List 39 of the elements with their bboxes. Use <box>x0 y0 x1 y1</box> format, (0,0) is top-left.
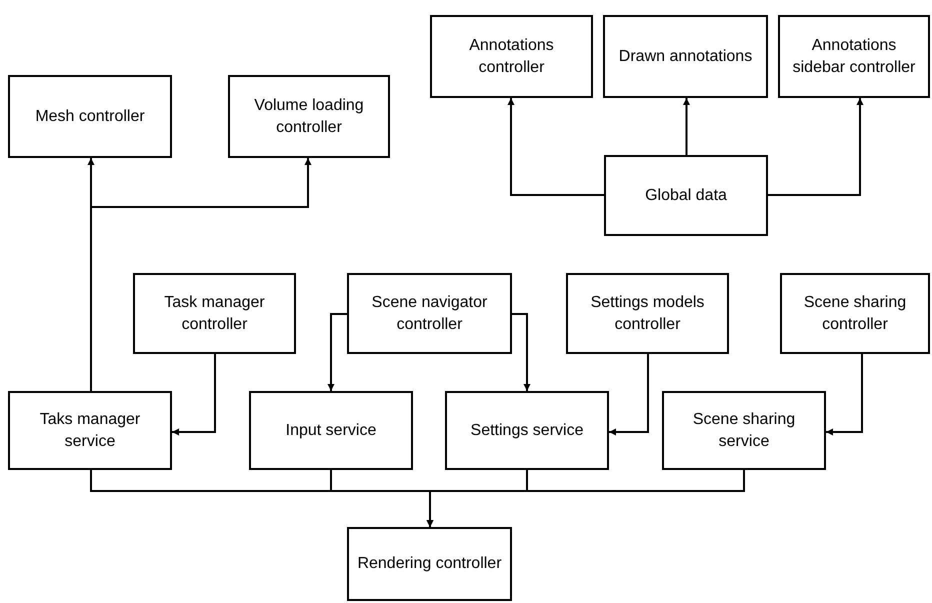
box-label: Scene navigator controller <box>370 292 488 334</box>
box-label: Drawn annotations <box>618 46 752 66</box>
box-label: Rendering controller <box>357 554 502 574</box>
process-box <box>228 75 390 158</box>
process-box <box>8 75 172 158</box>
arrow <box>508 98 604 196</box>
process-box <box>8 391 172 470</box>
arrow <box>512 313 530 391</box>
arrow <box>172 354 216 436</box>
box-label: Scene sharing controller <box>802 292 908 334</box>
box-label: Settings service <box>470 420 584 440</box>
process-box <box>249 391 413 470</box>
box-label: Global data <box>645 186 727 206</box>
process-box <box>604 155 768 236</box>
process-box <box>445 391 609 470</box>
box-label: Task manager controller <box>163 292 266 334</box>
process-box <box>662 391 826 470</box>
process-box <box>780 273 930 354</box>
process-box <box>347 527 512 601</box>
box-label: Taks manager service <box>38 410 142 452</box>
process-box <box>347 273 512 354</box>
box-label: Annotations sidebar controller <box>792 36 916 78</box>
arrow <box>609 354 649 436</box>
box-label: Annotations controller <box>468 36 555 78</box>
arrow <box>683 98 690 155</box>
process-box <box>430 15 593 98</box>
box-label: Settings models controller <box>590 292 706 334</box>
process-box <box>566 273 729 354</box>
box-label: Mesh controller <box>35 106 145 126</box>
process-box <box>778 15 930 98</box>
box-label: Scene sharing service <box>692 410 796 452</box>
arrow <box>768 98 864 196</box>
box-label: Input service <box>286 420 376 440</box>
arrow <box>826 354 863 436</box>
process-box <box>603 15 768 98</box>
process-box <box>133 273 296 354</box>
box-label: Volume loading controller <box>253 96 365 138</box>
arrow <box>328 313 347 391</box>
arrow <box>426 470 745 527</box>
